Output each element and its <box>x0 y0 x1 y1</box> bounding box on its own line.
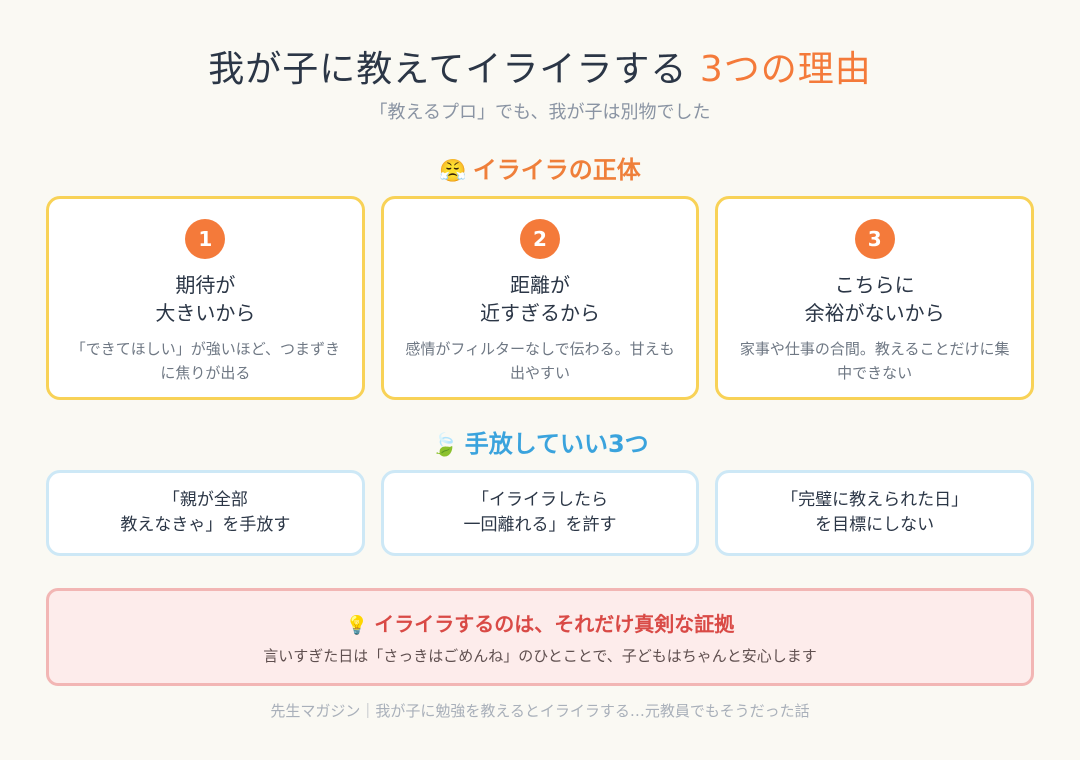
leaf-icon: 🍃 <box>431 433 459 458</box>
reason-number-badge: 1 <box>185 219 226 259</box>
section-heading-causes: 😤イライラの正体 <box>0 150 1080 185</box>
lightbulb-icon: 💡 <box>345 615 369 636</box>
frustrated-face-icon: 😤 <box>439 159 467 184</box>
reason-card-2: 2 距離が 近すぎるから 感情がフィルターなしで伝わる。甘えも出やすい <box>380 196 700 400</box>
title-main: 我が子に教えてイライラする <box>208 49 700 90</box>
reason-title: 期待が 大きいから <box>155 273 256 325</box>
footer-credit: 先生マガジン｜我が子に勉強を教えるとイライラする…元教員でもそうだった話 <box>270 702 810 720</box>
page-subtitle: 「教えるプロ」でも、我が子は別物でした <box>369 102 711 123</box>
reason-title: 距離が 近すぎるから <box>480 273 600 325</box>
reason-cards: 1 期待が 大きいから 「できてほしい」が強いほど、つまずきに焦りが出る 2 距… <box>46 196 1035 400</box>
title-accent: 3つの理由 <box>699 49 872 90</box>
section-heading-letgo-label: 手放していい3つ <box>464 430 649 458</box>
letgo-card-2: 「イライラしたら 一回離れる」を許す <box>380 470 700 556</box>
letgo-card-3: 「完璧に教えられた日」 を目標にしない <box>715 470 1035 556</box>
key-message-callout: 💡イライラするのは、それだけ真剣な証拠 言いすぎた日は「さっきはごめんね」のひと… <box>46 588 1034 686</box>
section-heading-causes-label: イライラの正体 <box>472 156 641 184</box>
letgo-cards: 「親が全部 教えなきゃ」を手放す 「イライラしたら 一回離れる」を許す 「完璧に… <box>46 470 1035 556</box>
callout-title-text: イライラするのは、それだけ真剣な証拠 <box>374 612 735 636</box>
reason-number-badge: 2 <box>520 219 560 259</box>
page-title: 我が子に教えてイライラする 3つの理由 <box>0 40 1080 92</box>
reason-title: こちらに 余裕がないから <box>804 273 945 325</box>
callout-text: 言いすぎた日は「さっきはごめんね」のひとことで、子どもはちゃんと安心します <box>263 647 817 665</box>
reason-card-1: 1 期待が 大きいから 「できてほしい」が強いほど、つまずきに焦りが出る <box>46 196 365 400</box>
reason-number-badge: 3 <box>854 219 895 259</box>
callout-title: 💡イライラするのは、それだけ真剣な証拠 <box>346 608 734 637</box>
reason-description: 「できてほしい」が強いほど、つまずきに焦りが出る <box>70 340 340 382</box>
letgo-card-1: 「親が全部 教えなきゃ」を手放す <box>46 470 365 556</box>
reason-description: 感情がフィルターなしで伝わる。甘えも出やすい <box>405 340 675 382</box>
reason-description: 家事や仕事の合間。教えることだけに集中できない <box>739 340 1010 382</box>
reason-card-3: 3 こちらに 余裕がないから 家事や仕事の合間。教えることだけに集中できない <box>715 196 1035 400</box>
section-heading-letgo: 🍃手放していい3つ <box>0 424 1080 459</box>
